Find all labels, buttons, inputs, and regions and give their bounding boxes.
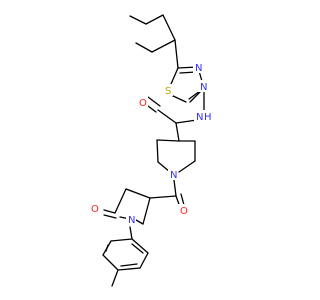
bond: [180, 193, 185, 206]
molecule-canvas: S N N N H O N O O: [90, 14, 214, 287]
thiazole-n1-atom: N: [193, 61, 203, 74]
nitrogen-label: N: [200, 82, 207, 93]
bond: [117, 267, 141, 271]
pentyl-group: [129, 14, 179, 69]
tolyl-ring: [102, 226, 149, 287]
atom-labels: S N N N H O N O O: [90, 61, 214, 226]
bond: [162, 14, 176, 41]
bond: [111, 269, 119, 287]
bond: [110, 238, 133, 242]
amide-oxygen-atom: O: [138, 96, 148, 109]
bond: [173, 179, 177, 197]
bond: [151, 39, 176, 53]
bond: [156, 139, 180, 142]
oxygen-label: O: [180, 206, 188, 217]
bond: [145, 14, 164, 25]
bond: [135, 219, 144, 225]
bond: [135, 42, 153, 53]
thiazole-n2-atom: N: [196, 80, 207, 93]
bond: [156, 139, 159, 163]
bond: [170, 67, 179, 85]
piperidine-ring: [156, 139, 196, 173]
amide-nh-atom: N H: [194, 110, 214, 123]
sulfur-atom: S: [163, 84, 173, 97]
hydrogen-label: H: [204, 112, 212, 123]
oxygen-label: O: [139, 98, 147, 109]
bond: [149, 195, 177, 199]
structure-diagram: S N N N H O N O O: [90, 14, 214, 287]
bond: [114, 188, 127, 214]
bond: [170, 94, 187, 103]
bond: [188, 90, 201, 100]
nitrogen-label: N: [170, 170, 177, 181]
bond: [120, 263, 138, 267]
bond: [157, 109, 177, 124]
nitrogen-label: N: [196, 112, 203, 123]
bond: [102, 254, 119, 271]
oxygen-label: O: [91, 204, 99, 215]
bond: [142, 197, 151, 225]
bond: [175, 119, 198, 124]
ketone-oxygen-atom: O: [178, 204, 188, 217]
pyrrolidine-nitrogen-atom: N: [126, 213, 136, 226]
sulfur-label: S: [165, 86, 171, 97]
bond: [105, 244, 109, 252]
bond: [174, 39, 179, 69]
bond: [131, 243, 144, 254]
bond: [129, 15, 147, 25]
bond: [139, 252, 149, 269]
bond: [175, 122, 180, 142]
nitrogen-label: N: [128, 215, 135, 226]
bond: [103, 214, 117, 219]
bond: [131, 238, 149, 254]
lactam-oxygen-atom: O: [90, 202, 101, 215]
bond: [178, 160, 196, 173]
nitrogen-label: N: [195, 63, 202, 74]
bond: [103, 209, 116, 214]
bond: [129, 226, 133, 240]
bond: [147, 96, 161, 107]
piperidine-nitrogen-atom: N: [168, 168, 178, 181]
carbonyl-linker: [149, 179, 185, 208]
bond: [125, 188, 151, 199]
